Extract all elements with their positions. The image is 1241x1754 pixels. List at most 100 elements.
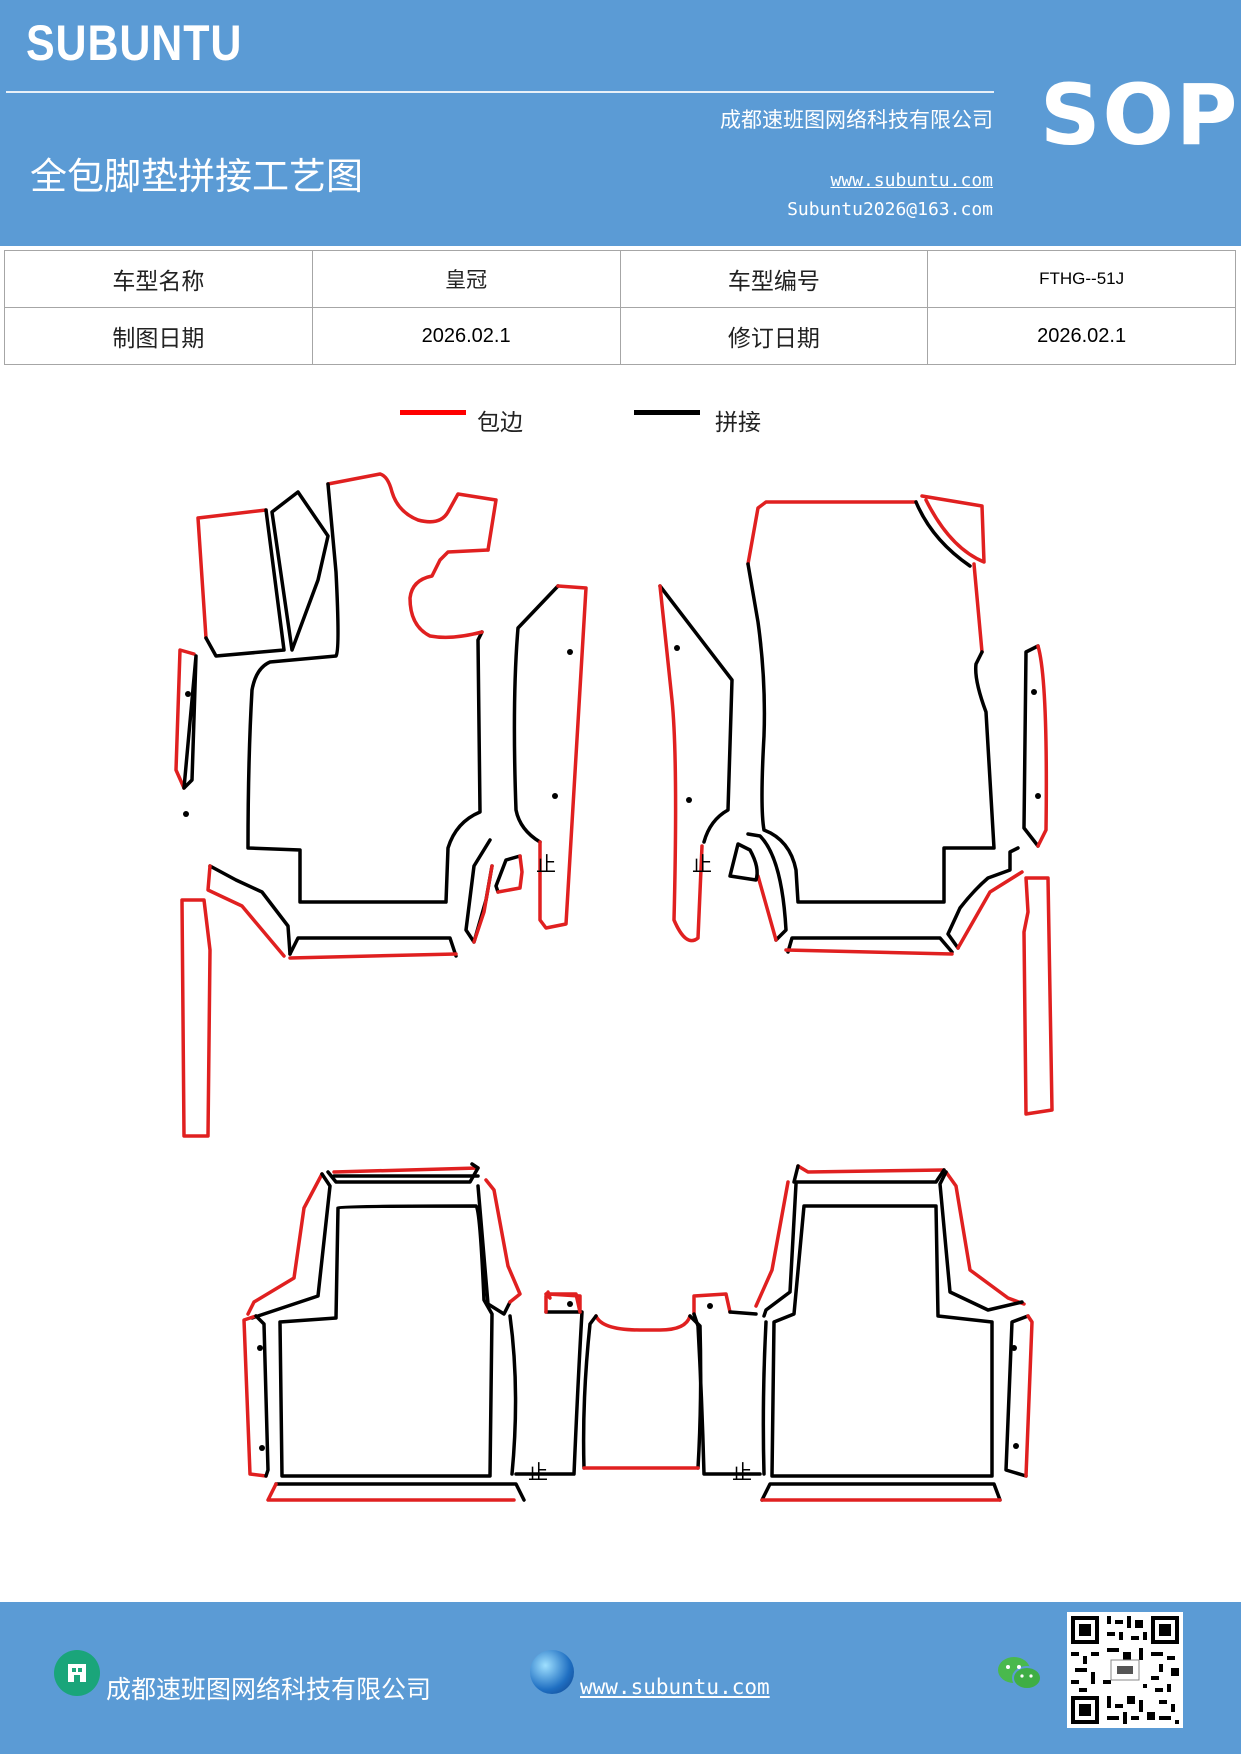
mat-piece — [512, 584, 560, 844]
draw-date-value: 2026.02.1 — [311, 307, 621, 365]
mat-piece — [254, 1314, 270, 1478]
mat-piece — [770, 1204, 994, 1478]
mat-piece — [278, 1204, 494, 1478]
mat-piece — [972, 562, 984, 654]
mat-piece — [182, 654, 198, 790]
brand-logo-text: SUBUNTU — [26, 15, 243, 71]
header-banner: SUBUNTU 成都速班图网络科技有限公司 SOP 全包脚垫拼接工艺图 www.… — [0, 0, 1241, 246]
mat-hole — [185, 691, 191, 697]
mat-piece — [538, 584, 588, 930]
mat-piece — [246, 1172, 324, 1316]
mat-piece — [332, 1166, 480, 1174]
footer-banner: 成都速班图网络科技有限公司 www.subuntu.com — [0, 1602, 1241, 1754]
mat-piece — [762, 1182, 798, 1318]
mat-hole — [1035, 793, 1041, 799]
rear-right-mat-group — [692, 1164, 1034, 1502]
wechat-icon — [998, 1657, 1042, 1690]
mat-piece — [288, 952, 458, 960]
mat-piece — [746, 500, 918, 566]
mat-hole — [686, 797, 692, 803]
mat-piece — [326, 472, 498, 552]
stop-mark: 止 — [528, 1460, 548, 1484]
footer-company-name: 成都速班图网络科技有限公司 — [106, 1675, 432, 1704]
mat-piece — [1036, 644, 1049, 848]
mat-piece — [946, 846, 1020, 950]
mat-piece — [792, 1164, 946, 1184]
mat-piece — [206, 864, 286, 958]
mat-piece — [692, 1292, 732, 1316]
mat-piece — [920, 494, 986, 564]
mat-piece — [754, 1180, 790, 1308]
model-info-table: 车型名称 皇冠 车型编号 FTHG--51J 制图日期 2026.02.1 修订… — [4, 250, 1236, 365]
mat-piece — [514, 1310, 584, 1476]
mat-piece — [472, 864, 494, 944]
mat-hole — [567, 649, 573, 655]
page-title: 全包脚垫拼接工艺图 — [30, 155, 363, 198]
mat-hole — [707, 1303, 713, 1309]
legend-splice-label: 拼接 — [715, 410, 761, 436]
mat-piece — [761, 1320, 768, 1476]
mat-piece — [1022, 644, 1040, 848]
mat-piece — [270, 490, 330, 652]
mat-piece — [326, 1162, 480, 1184]
header-divider — [6, 91, 994, 93]
mat-piece — [728, 842, 759, 882]
mat-piece — [544, 1292, 582, 1314]
mat-hole — [1011, 1345, 1017, 1351]
mat-piece — [494, 854, 522, 894]
legend-edge-label: 包边 — [477, 410, 523, 436]
mat-piece — [938, 1170, 1024, 1312]
revise-date-value: 2026.02.1 — [927, 307, 1236, 365]
model-name-value: 皇冠 — [311, 250, 621, 308]
mat-piece — [594, 1314, 692, 1332]
mat-piece — [242, 1314, 268, 1478]
front-right-mat-group — [658, 494, 1054, 1116]
mat-piece — [756, 874, 778, 942]
mat-hole — [183, 811, 189, 817]
mat-piece — [180, 898, 212, 1138]
mat-piece — [508, 1314, 518, 1476]
mat-piece — [746, 832, 788, 942]
mat-piece — [914, 500, 972, 568]
stop-mark: 止 — [536, 852, 556, 876]
mat-piece — [760, 1482, 1002, 1502]
mat-piece — [658, 584, 704, 943]
revise-date-label: 修订日期 — [619, 307, 929, 365]
front-left-mat-group — [174, 472, 588, 1138]
mat-piece — [484, 1178, 522, 1304]
mat-piece — [1004, 1314, 1030, 1478]
qr-code[interactable] — [1067, 1612, 1183, 1728]
header-website-link[interactable]: www.subuntu.com — [830, 170, 993, 191]
mat-piece — [956, 870, 1024, 950]
mat-piece — [274, 1482, 526, 1502]
mat-hole — [1031, 689, 1037, 695]
building-icon — [54, 1650, 100, 1696]
mat-hole — [259, 1445, 265, 1451]
mat-piece — [786, 936, 954, 954]
table-row: 制图日期 2026.02.1 修订日期 2026.02.1 — [4, 307, 1236, 365]
floor-mat-diagram: 止 止 止 止 — [174, 472, 1054, 1502]
mat-piece — [408, 548, 490, 640]
model-code-label: 车型编号 — [619, 250, 929, 308]
footer-website-link[interactable]: www.subuntu.com — [580, 1675, 770, 1699]
mat-hole — [674, 645, 680, 651]
mat-piece — [204, 508, 286, 658]
header-company-name: 成都速班图网络科技有限公司 — [720, 108, 993, 132]
mat-hole — [1013, 1443, 1019, 1449]
mat-piece — [692, 1312, 762, 1476]
legend-edge-swatch — [400, 410, 466, 415]
mat-piece — [796, 1164, 946, 1174]
mat-piece — [581, 1314, 598, 1470]
mat-piece — [208, 864, 292, 956]
mat-piece — [496, 854, 524, 894]
mat-piece — [288, 936, 458, 958]
stop-mark: 止 — [732, 1460, 752, 1484]
globe-icon — [530, 1650, 574, 1694]
mat-piece — [728, 1310, 758, 1316]
mat-piece — [658, 584, 734, 844]
rear-center-mat-group — [581, 1314, 703, 1470]
model-code-value: FTHG--51J — [927, 250, 1236, 308]
mat-hole — [257, 1345, 263, 1351]
stop-mark: 止 — [692, 852, 712, 876]
mat-piece — [246, 482, 484, 904]
